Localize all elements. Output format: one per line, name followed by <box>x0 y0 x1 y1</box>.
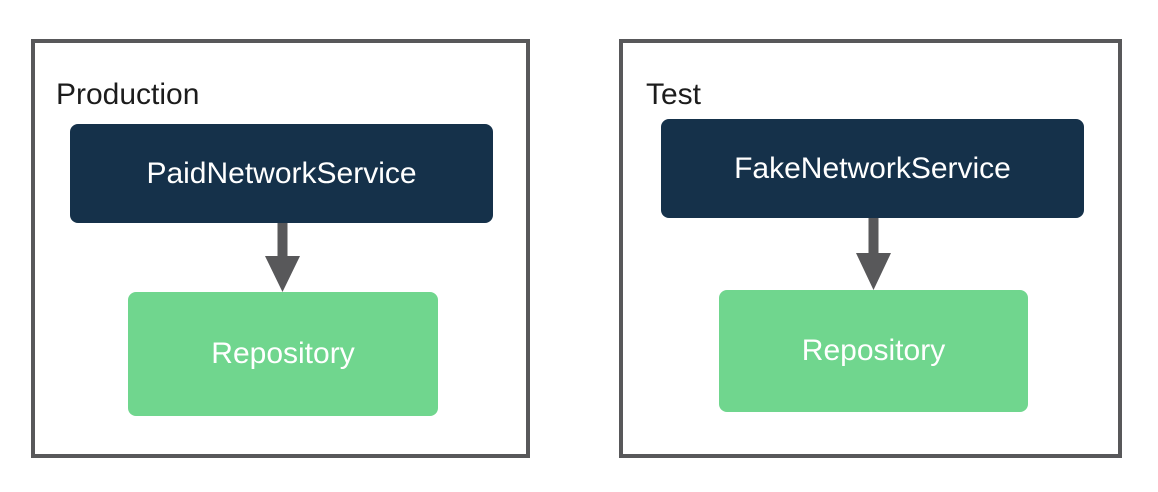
node-repository-production-label: Repository <box>211 337 355 370</box>
node-repository-test-label: Repository <box>801 334 946 367</box>
node-paid-network-service[interactable]: PaidNetworkService <box>70 124 493 223</box>
arrow-production-service-to-repository <box>264 223 301 292</box>
node-repository-test[interactable]: Repository <box>719 290 1028 412</box>
node-paid-network-service-label: PaidNetworkService <box>146 156 417 190</box>
panel-test-label: Test <box>646 78 702 111</box>
arrow-test-service-to-repository <box>855 218 892 290</box>
node-repository-production[interactable]: Repository <box>128 292 438 416</box>
panel-production-label: Production <box>56 78 200 111</box>
node-fake-network-service-label: FakeNetworkService <box>734 151 1011 185</box>
node-fake-network-service[interactable]: FakeNetworkService <box>661 119 1084 218</box>
